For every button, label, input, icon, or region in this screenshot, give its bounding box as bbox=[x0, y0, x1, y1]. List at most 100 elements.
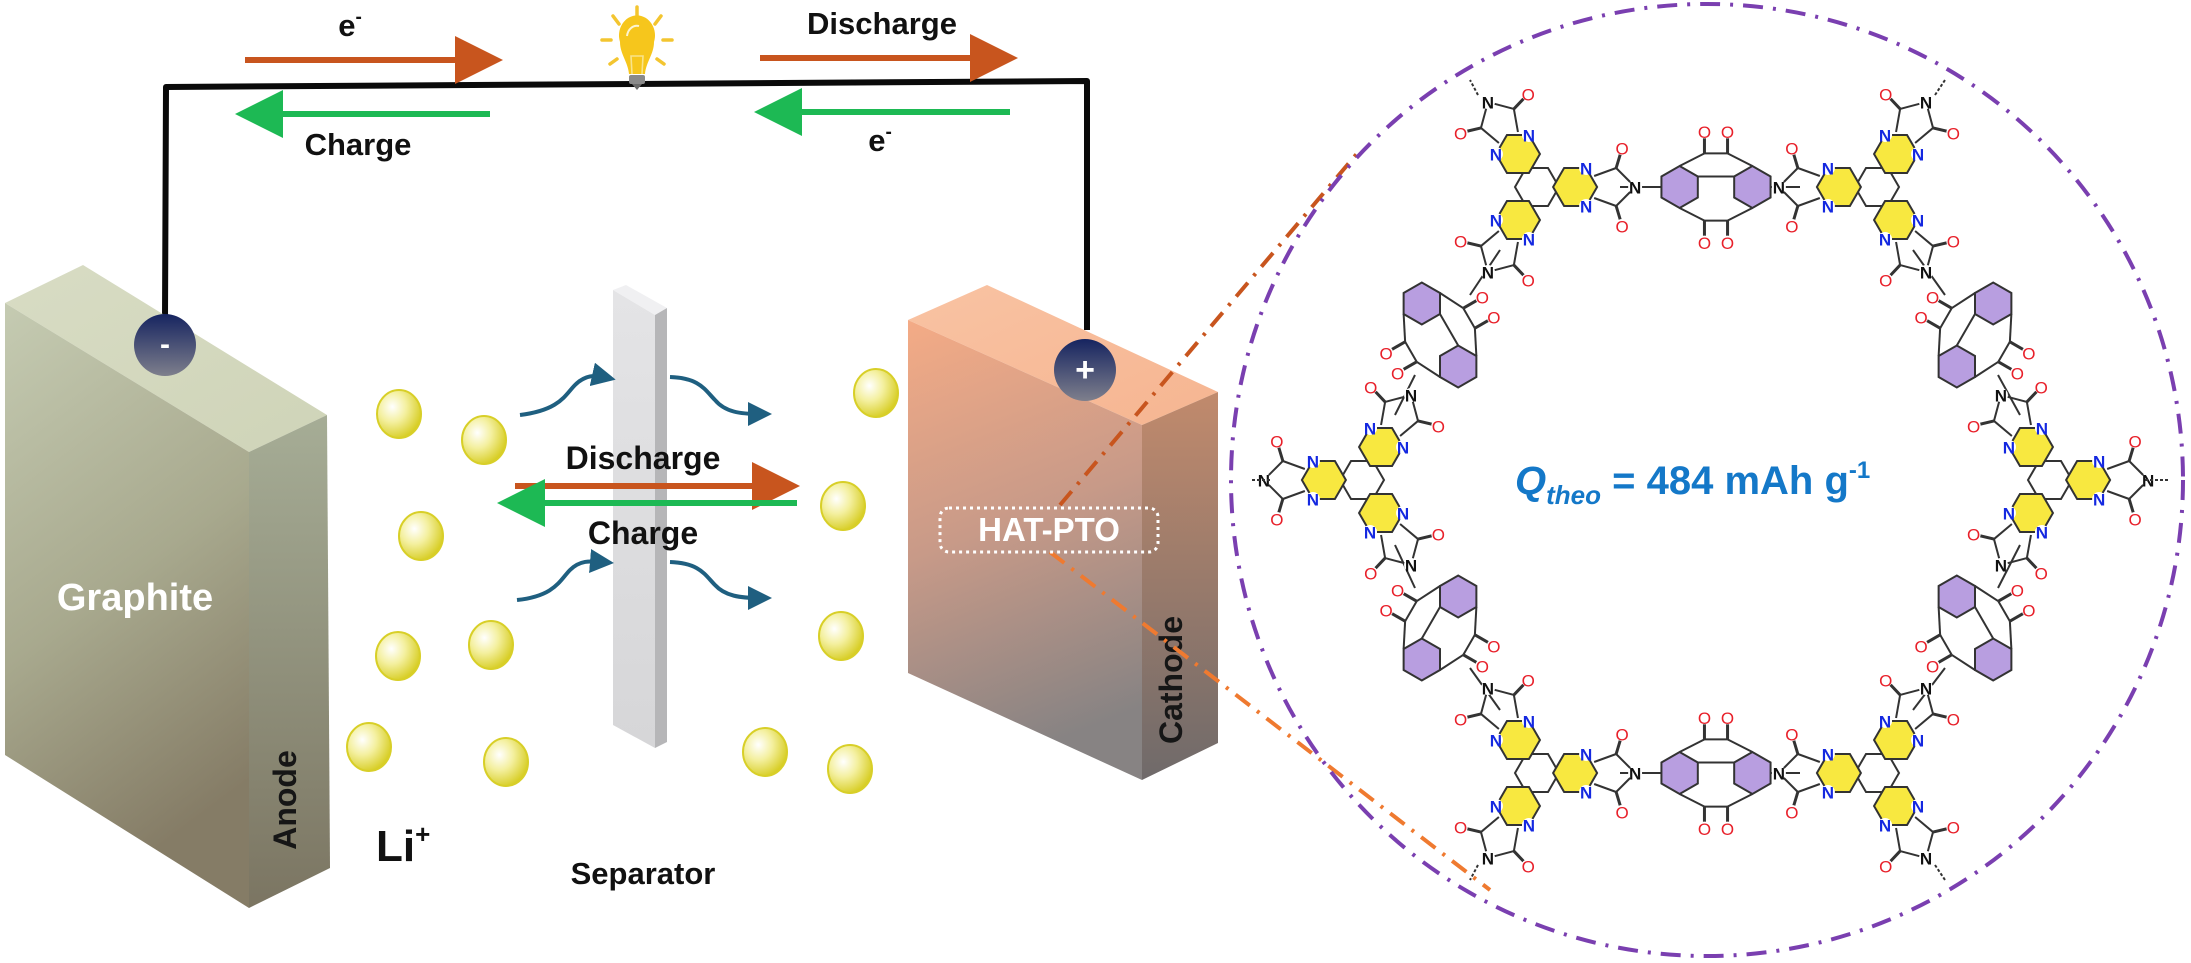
oxygen-atom: O bbox=[1926, 657, 1939, 676]
top-right-electron-label: e- bbox=[868, 122, 892, 158]
atom-background bbox=[1379, 345, 1394, 360]
circuit-wire bbox=[162, 78, 1090, 330]
bond bbox=[1993, 523, 2013, 540]
oxygen-atom: O bbox=[1785, 726, 1798, 745]
oxygen-atom: O bbox=[1616, 218, 1629, 237]
oxygen-atom: O bbox=[1391, 582, 1404, 601]
oxygen-atom: O bbox=[1364, 565, 1377, 584]
nitrogen-atom: N bbox=[1307, 491, 1319, 510]
atom-background bbox=[1878, 86, 1893, 101]
atom-background bbox=[1269, 512, 1284, 526]
nitrogen-atom: N bbox=[1364, 524, 1376, 543]
atom-background bbox=[1919, 264, 1934, 279]
bond bbox=[1404, 341, 1418, 363]
bond bbox=[1914, 127, 1934, 144]
li-ion bbox=[853, 368, 899, 418]
atom-background bbox=[1579, 785, 1594, 800]
pto-aromatic-ring bbox=[1937, 344, 1976, 389]
oxygen-atom: O bbox=[1698, 820, 1711, 839]
bond bbox=[1914, 713, 1934, 730]
top-left-charge-label: Charge bbox=[305, 127, 412, 162]
atom-background bbox=[1697, 821, 1712, 836]
nitrogen-atom: N bbox=[1580, 784, 1592, 803]
bond bbox=[1997, 341, 2011, 363]
atom-background bbox=[1521, 127, 1536, 142]
oxygen-atom: O bbox=[1270, 511, 1283, 530]
bond bbox=[1993, 420, 2013, 437]
atom-background bbox=[1720, 235, 1735, 250]
bond bbox=[1593, 753, 1617, 763]
atom-background bbox=[1966, 527, 1981, 542]
bond bbox=[1937, 328, 1942, 357]
cathode-front-face bbox=[908, 320, 1142, 780]
atom-background bbox=[1404, 388, 1419, 403]
bond bbox=[1797, 783, 1821, 793]
oxygen-atom: O bbox=[1785, 804, 1798, 823]
bond bbox=[1512, 827, 1519, 852]
bond bbox=[1679, 738, 1705, 753]
imide-nitrogen-atom: N bbox=[1405, 387, 1417, 406]
bond bbox=[1480, 713, 1500, 730]
anode-side-label: Anode bbox=[267, 750, 303, 850]
bond bbox=[1402, 313, 1407, 342]
atom-background bbox=[1628, 766, 1643, 780]
oxygen-atom: O bbox=[1364, 378, 1377, 397]
oxygen-atom: O bbox=[1522, 85, 1535, 104]
oxygen-atom: O bbox=[1698, 123, 1711, 142]
nitrogen-atom: N bbox=[2036, 524, 2048, 543]
oxygen-atom: O bbox=[1947, 124, 1960, 143]
atom-background bbox=[1475, 658, 1490, 673]
pto-aromatic-ring bbox=[1439, 344, 1478, 389]
li-ion bbox=[376, 389, 422, 439]
bond bbox=[1914, 230, 1934, 247]
oxygen-atom: O bbox=[1522, 671, 1535, 690]
bond bbox=[1797, 167, 1821, 177]
bond bbox=[2025, 534, 2032, 559]
pto-aromatic-ring bbox=[1937, 574, 1976, 619]
bond bbox=[1380, 534, 1387, 559]
atom-background bbox=[1521, 713, 1536, 728]
oxygen-atom: O bbox=[1391, 364, 1404, 383]
negative-terminal: - bbox=[134, 314, 196, 376]
li-ion bbox=[375, 631, 421, 681]
nitrogen-atom: N bbox=[1879, 126, 1891, 145]
nitrogen-atom: N bbox=[1912, 146, 1924, 165]
atom-background bbox=[1480, 264, 1495, 279]
oxygen-atom: O bbox=[1914, 637, 1927, 656]
light-bulb-icon bbox=[600, 5, 674, 90]
atom-background bbox=[1914, 638, 1929, 653]
atom-background bbox=[1579, 199, 1594, 214]
hat-core-ring bbox=[1853, 752, 1901, 794]
atom-background bbox=[1453, 125, 1468, 140]
atom-background bbox=[1919, 681, 1934, 696]
top-left-electron-label: e- bbox=[338, 7, 362, 43]
atom-background bbox=[1453, 234, 1468, 249]
atom-background bbox=[1480, 95, 1495, 110]
atom-background bbox=[1453, 820, 1468, 835]
nitrogen-atom: N bbox=[1307, 452, 1319, 471]
atom-background bbox=[2092, 492, 2107, 507]
pto-aromatic-ring bbox=[1733, 750, 1772, 796]
atom-background bbox=[1993, 388, 2008, 403]
bond bbox=[2008, 313, 2013, 342]
oxygen-atom: O bbox=[2035, 565, 2048, 584]
oxygen-atom: O bbox=[1785, 218, 1798, 237]
oxygen-atom: O bbox=[1879, 858, 1892, 877]
atom-background bbox=[2034, 379, 2049, 394]
bond bbox=[1997, 374, 2021, 416]
nitrogen-atom: N bbox=[1580, 198, 1592, 217]
oxygen-atom: O bbox=[2022, 602, 2035, 621]
bond bbox=[1914, 816, 1934, 833]
oxygen-atom: O bbox=[2129, 433, 2142, 452]
bond bbox=[1416, 360, 1441, 378]
atom-background bbox=[1431, 418, 1446, 433]
bond bbox=[1679, 207, 1705, 222]
separator-label: Separator bbox=[571, 856, 716, 891]
